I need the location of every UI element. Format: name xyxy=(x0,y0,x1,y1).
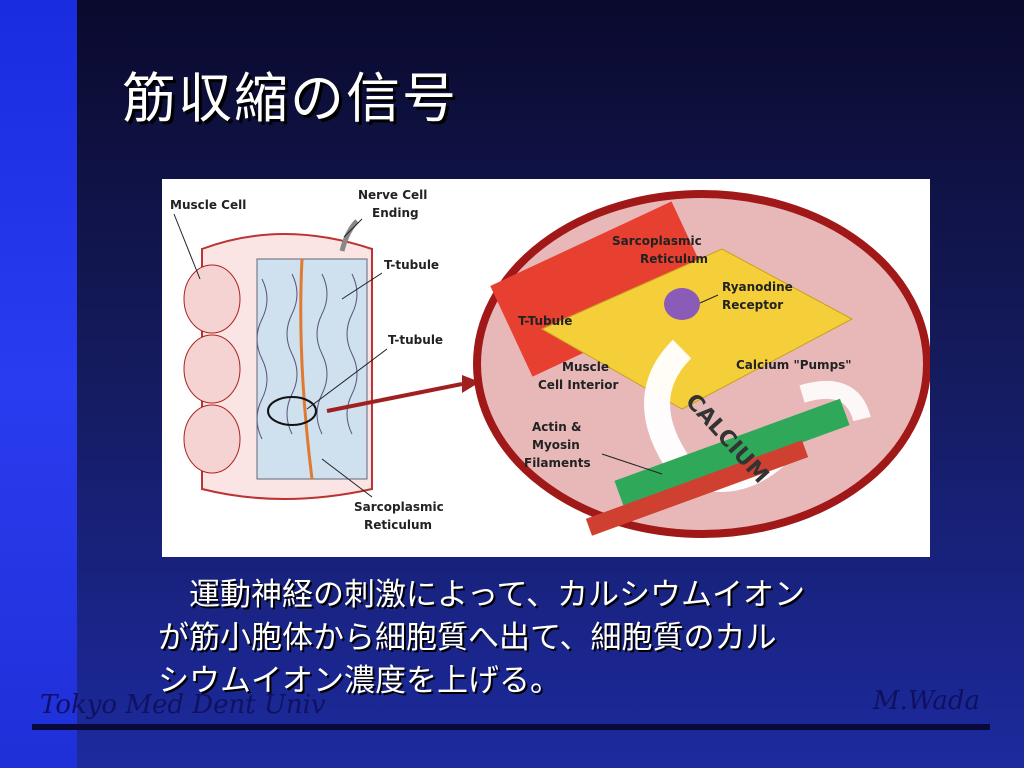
label-receptor: Receptor xyxy=(722,298,783,312)
label-filaments: Filaments xyxy=(524,456,591,470)
zoom-view: CALCIUM xyxy=(473,190,930,538)
leader-line xyxy=(699,294,719,304)
leader-line xyxy=(321,458,373,498)
label-nerve-ending: Ending xyxy=(372,206,419,220)
muscle-cell-drawing xyxy=(183,219,480,500)
label-sr-left: Sarcoplasmic xyxy=(354,500,444,514)
footer-divider xyxy=(32,724,990,730)
label-sr-right: Sarcoplasmic xyxy=(612,234,702,248)
slide-title: 筋収縮の信号 xyxy=(122,67,458,130)
label-nerve-cell: Nerve Cell xyxy=(358,188,427,202)
label-calcium-pumps: Calcium "Pumps" xyxy=(736,358,852,372)
leader-line xyxy=(343,218,363,238)
body-line: シウムイオン濃度を上げる。 xyxy=(158,663,561,699)
label-sr-left-2: Reticulum xyxy=(364,518,432,532)
footer-institution: Tokyo Med Dent Univ xyxy=(40,690,326,720)
left-accent-bar xyxy=(0,0,77,768)
footer-author: M.Wada xyxy=(873,686,980,716)
label-ryanodine: Ryanodine xyxy=(722,280,793,294)
leader-line xyxy=(601,453,663,475)
label-muscle-cell: Muscle Cell xyxy=(170,198,246,212)
label-sr-right-2: Reticulum xyxy=(640,252,708,266)
leader-line xyxy=(341,272,383,300)
muscle-contraction-figure: CALCIUM Muscle Cell Nerve Cell Ending T-… xyxy=(162,179,930,557)
slide-body-text: 運動神経の刺激によって、カルシウムイオン が筋小胞体から細胞質へ出て、細胞質のカ… xyxy=(158,574,938,703)
label-t-tubule-lower: T-tubule xyxy=(388,333,443,347)
label-actin: Actin & xyxy=(532,420,581,434)
figure-illustration: CALCIUM Muscle Cell Nerve Cell Ending T-… xyxy=(170,188,930,538)
leader-line xyxy=(173,213,201,280)
label-muscle-interior-2: Cell Interior xyxy=(538,378,619,392)
leader-line xyxy=(306,348,388,410)
label-t-tubule-zoom: T-Tubule xyxy=(518,314,572,328)
label-muscle-interior: Muscle xyxy=(562,360,609,374)
label-t-tubule-upper: T-tubule xyxy=(384,258,439,272)
label-myosin: Myosin xyxy=(532,438,580,452)
body-line: 運動神経の刺激によって、カルシウムイオン xyxy=(158,577,805,613)
body-line: が筋小胞体から細胞質へ出て、細胞質のカル xyxy=(158,620,777,656)
